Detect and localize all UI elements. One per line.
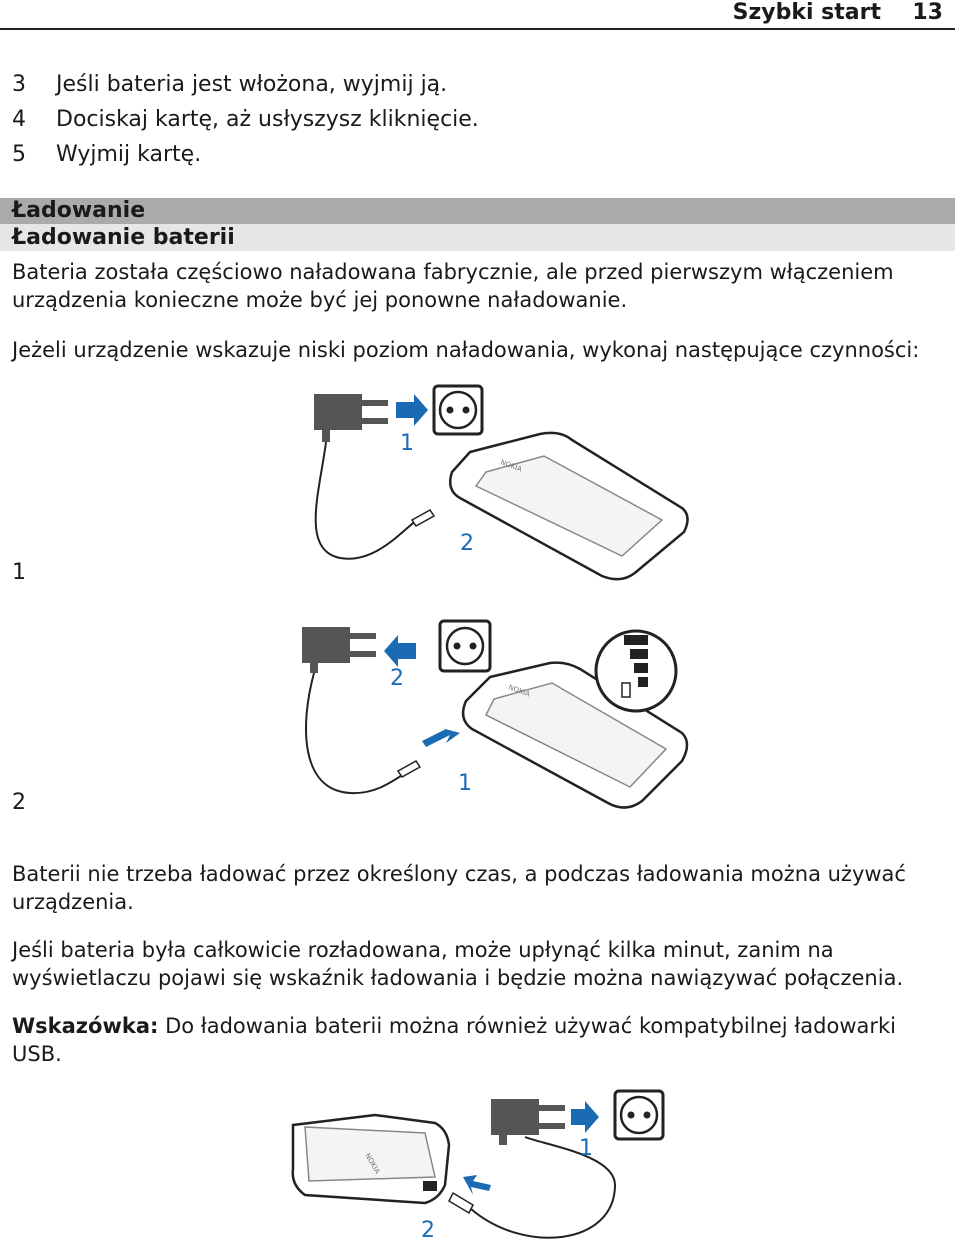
figure-1-illustration: 1 2 NOKIA (314, 384, 689, 581)
step-4: 4 Dociskaj kartę, aż usłyszysz kliknięcie… (12, 107, 479, 132)
charger-icon (314, 394, 436, 560)
paragraph-intro: Bateria została częściowo naładowana fab… (12, 260, 894, 312)
charger-icon (491, 1099, 565, 1145)
callout-1: 1 (458, 771, 472, 796)
tip-paragraph: Wskazówka: Do ładowania baterii można ró… (12, 1012, 947, 1068)
charger-icon (302, 627, 422, 795)
paragraph-empty-battery: Jeśli bateria była całkowicie rozładowan… (12, 938, 904, 990)
step-5: 5 Wyjmij kartę. (12, 142, 201, 167)
usb-cable-icon (448, 1136, 617, 1239)
paragraph-charging-time: Baterii nie trzeba ładować przez określo… (12, 862, 906, 914)
page-header: Szybki start 13 (0, 0, 955, 30)
step-text: Dociskaj kartę, aż usłyszysz kliknięcie. (56, 107, 479, 132)
paragraph-instructions: Jeżeli urządzenie wskazuje niski poziom … (12, 338, 920, 362)
step-number: 3 (12, 72, 26, 97)
arrow-icon (384, 635, 460, 747)
figure-1-label: 1 (12, 560, 26, 585)
section-title: Szybki start (732, 0, 881, 25)
section-heading: Ładowanie (0, 198, 955, 224)
step-text: Jeśli bateria jest włożona, wyjmij ją. (56, 72, 448, 97)
phone-icon: NOKIA (291, 1113, 451, 1205)
subsection-heading: Ładowanie baterii (0, 224, 955, 251)
figure-2-illustration: 2 1 NOKIA (302, 619, 689, 809)
battery-indicator-icon (594, 629, 678, 713)
figure-2-label: 2 (12, 790, 26, 815)
phone-icon: NOKIA (461, 661, 689, 809)
step-number: 5 (12, 142, 26, 167)
arrow-icon (396, 394, 428, 426)
page-number: 13 (912, 0, 943, 25)
arrow-icon (463, 1101, 599, 1195)
step-text: Wyjmij kartę. (56, 142, 202, 167)
tip-text: Do ładowania baterii można również używa… (12, 1014, 897, 1066)
callout-2: 2 (390, 666, 404, 691)
callout-2: 2 (460, 531, 474, 556)
socket-icon (438, 619, 492, 673)
step-3: 3 Jeśli bateria jest włożona, wyjmij ją. (12, 72, 447, 97)
phone-icon: NOKIA (449, 431, 689, 581)
socket-icon (613, 1089, 665, 1141)
callout-1: 1 (400, 431, 414, 456)
socket-icon (432, 384, 484, 436)
figure-3-illustration: NOKIA 1 2 (291, 1089, 665, 1243)
callout-1: 1 (579, 1136, 593, 1161)
callout-2: 2 (421, 1218, 435, 1243)
tip-label: Wskazówka: (12, 1014, 159, 1038)
step-number: 4 (12, 107, 26, 132)
